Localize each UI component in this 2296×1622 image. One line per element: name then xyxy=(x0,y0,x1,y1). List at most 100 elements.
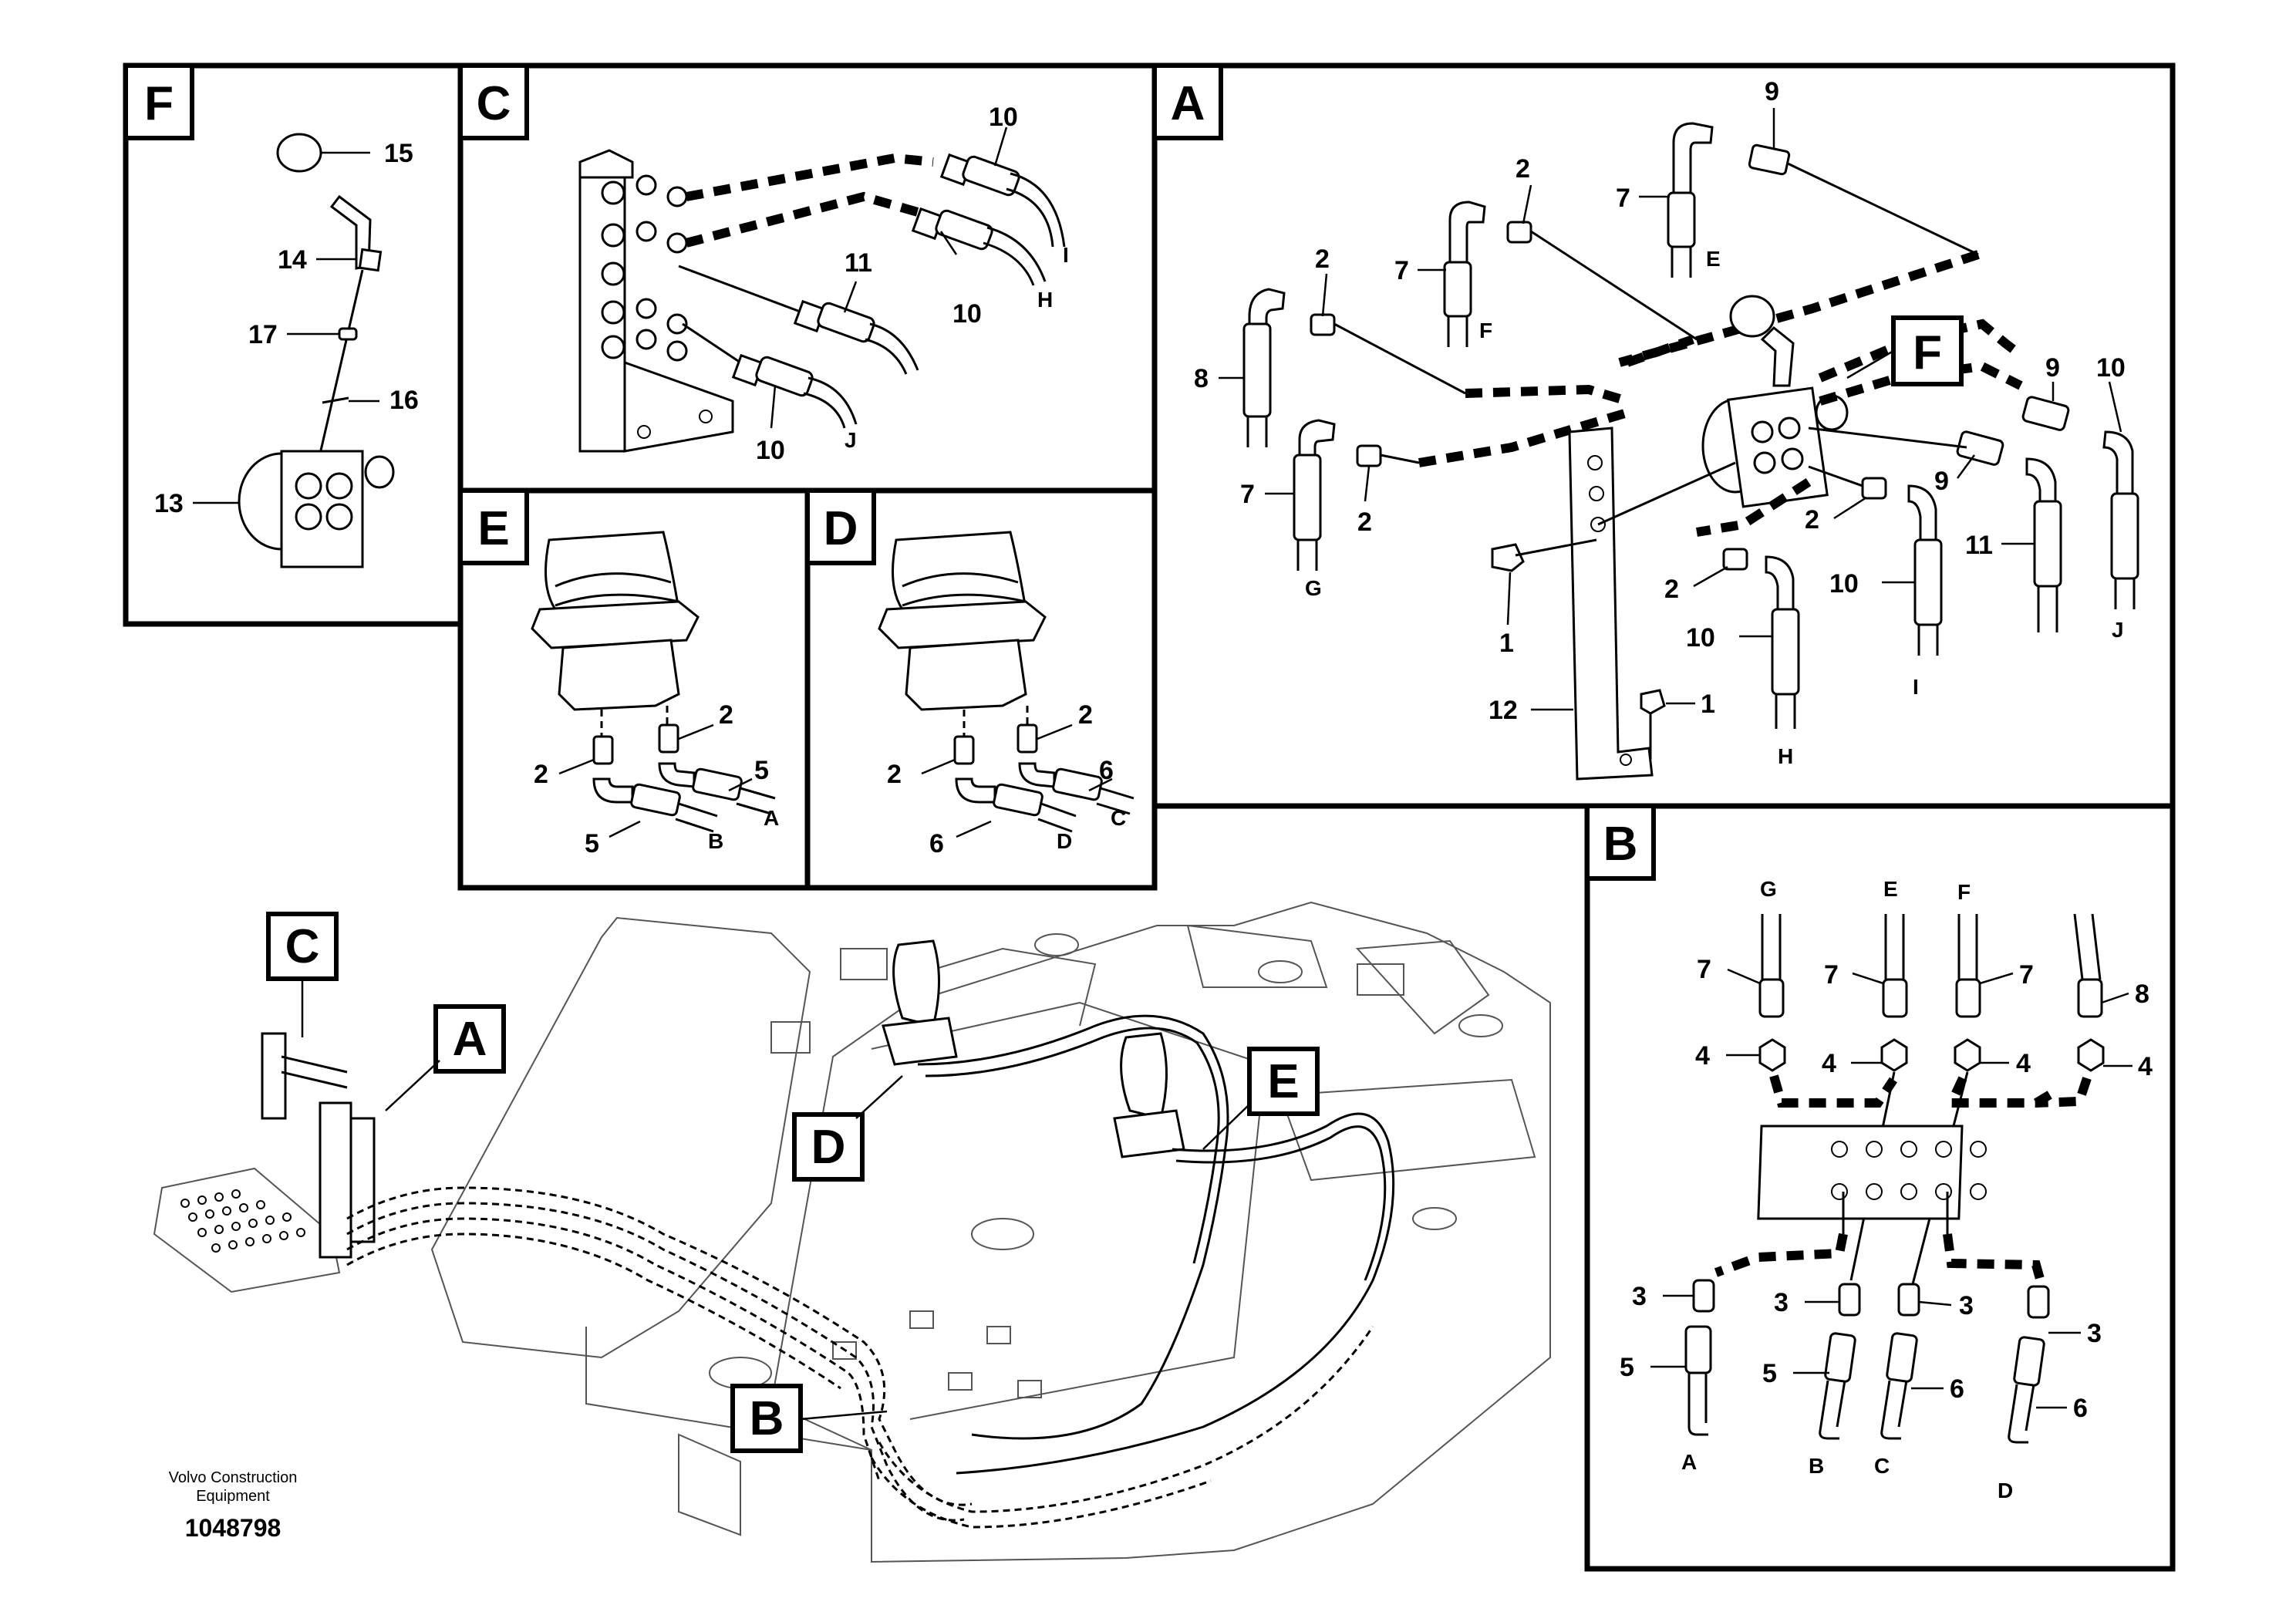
callout-b-5-2: 5 xyxy=(1762,1359,1777,1388)
callout-a-10-mid: 10 xyxy=(1829,569,1859,599)
hose-label-c-i: I xyxy=(1063,243,1069,267)
hose-label-b-c: C xyxy=(1874,1454,1890,1478)
callout-f-13: 13 xyxy=(154,489,184,518)
callout-b-4-2: 4 xyxy=(1822,1049,1836,1078)
hose-label-a-j: J xyxy=(2112,618,2124,642)
overview-tag-c: C xyxy=(285,920,320,973)
hose-label-b-d: D xyxy=(1998,1479,2013,1502)
callout-f-15: 15 xyxy=(384,139,413,168)
callout-b-3-1: 3 xyxy=(1632,1282,1647,1311)
callout-b-3-4: 3 xyxy=(2087,1319,2102,1348)
callout-e-5-right: 5 xyxy=(754,756,769,785)
callout-e-2-left: 2 xyxy=(534,760,548,789)
document-ident: Volvo Construction Equipment 1048798 xyxy=(169,1469,298,1542)
callout-a-9-top: 9 xyxy=(1765,77,1779,106)
callout-a-9-right: 9 xyxy=(2045,353,2060,383)
callout-a-8: 8 xyxy=(1194,364,1209,393)
panel-c-callouts: 10 10 11 10 I H J xyxy=(756,103,1069,465)
callout-b-4-1: 4 xyxy=(1695,1041,1710,1071)
panel-d-tag: D xyxy=(824,502,858,555)
callout-c-11: 11 xyxy=(845,248,872,278)
panel-b-callouts: G E F 7 7 7 8 4 4 4 4 3 3 3 3 5 5 6 6 A … xyxy=(1620,877,2153,1502)
panel-f-art xyxy=(193,133,395,568)
overview-tag-e: E xyxy=(1267,1055,1299,1108)
panel-d-callouts: 2 2 6 6 C D xyxy=(887,700,1126,858)
overview-tag-d: D xyxy=(811,1121,846,1174)
panel-f-tag: F xyxy=(144,77,174,130)
callout-a-2-low: 2 xyxy=(1357,508,1372,537)
hose-label-a-i: I xyxy=(1913,675,1919,699)
callout-b-6-2: 6 xyxy=(2073,1394,2088,1423)
callout-d-2-right: 2 xyxy=(1078,700,1093,730)
callout-b-4-3: 4 xyxy=(2016,1049,2031,1078)
callout-b-7-1: 7 xyxy=(1697,955,1711,984)
callout-f-17: 17 xyxy=(248,320,278,349)
panel-b-tag: B xyxy=(1603,818,1638,871)
callout-a-10-right: 10 xyxy=(2096,353,2126,383)
hose-label-e-b: B xyxy=(708,829,723,853)
callout-d-2-left: 2 xyxy=(887,760,902,789)
callout-a-2-top: 2 xyxy=(1515,154,1530,184)
callout-a-2-bottom: 2 xyxy=(1664,575,1679,604)
callout-c-10-bottom: 10 xyxy=(756,436,785,465)
panel-b-art xyxy=(1650,913,2132,1444)
overview-tags: C A D E B xyxy=(266,912,1320,1453)
callout-a-7-low: 7 xyxy=(1240,480,1255,509)
callout-a-2-left: 2 xyxy=(1315,244,1330,274)
callout-d-6-right: 6 xyxy=(1099,756,1114,785)
callout-c-10-top: 10 xyxy=(989,103,1018,132)
callout-e-2-right: 2 xyxy=(719,700,733,730)
panel-d-frame xyxy=(804,487,1158,891)
panel-e-callouts: 2 2 5 5 A B xyxy=(534,700,779,858)
drawing-number: 1048798 xyxy=(185,1514,282,1542)
callout-d-6-left: 6 xyxy=(929,829,944,858)
callout-a-1-right: 1 xyxy=(1701,690,1715,719)
callout-a-11: 11 xyxy=(1965,531,1993,560)
hose-label-a-e: E xyxy=(1706,247,1721,271)
panel-b-frame xyxy=(1584,803,2176,1572)
step-plate-holes xyxy=(180,1189,305,1253)
callout-c-10-mid: 10 xyxy=(952,299,982,329)
callout-b-3-3: 3 xyxy=(1959,1291,1974,1320)
panel-d-art xyxy=(878,531,1135,838)
callout-b-3-2: 3 xyxy=(1774,1288,1789,1317)
panel-f-callouts: 15 14 17 16 13 xyxy=(154,139,419,518)
hose-label-a-h: H xyxy=(1778,744,1793,768)
detail-f-tag: F xyxy=(1913,326,1942,379)
panel-e-tag: E xyxy=(477,502,509,555)
callout-b-7-3: 7 xyxy=(2019,960,2034,990)
callout-b-5-1: 5 xyxy=(1620,1353,1634,1382)
callout-f-14: 14 xyxy=(278,245,307,275)
manufacturer-line-1: Volvo Construction xyxy=(169,1469,298,1486)
hose-label-b-g: G xyxy=(1760,877,1777,901)
callout-f-16: 16 xyxy=(389,386,419,415)
callout-a-7-top: 7 xyxy=(1616,184,1630,213)
hose-label-b-f: F xyxy=(1957,880,1971,904)
callout-a-12: 12 xyxy=(1489,696,1518,725)
callout-b-6-1: 6 xyxy=(1950,1374,1964,1404)
overview-tag-b: B xyxy=(750,1392,784,1445)
callout-a-7-mid: 7 xyxy=(1394,256,1409,285)
hose-label-a-f: F xyxy=(1479,319,1492,342)
callout-a-2-right: 2 xyxy=(1805,505,1819,534)
hose-label-b-e: E xyxy=(1883,877,1898,901)
overview-tag-a: A xyxy=(453,1013,487,1066)
hose-label-c-h: H xyxy=(1037,288,1053,312)
panel-a-art xyxy=(1219,108,2139,781)
panel-c-frame xyxy=(457,62,1158,494)
hose-label-b-a: A xyxy=(1681,1450,1697,1474)
overview-art xyxy=(153,901,1551,1563)
hose-label-e-a: A xyxy=(764,806,779,830)
hose-label-c-j: J xyxy=(845,428,857,452)
panel-a-callouts: F 9 7 E 2 7 F 2 8 7 2 G 9 10 9 11 2 10 2… xyxy=(1194,77,2126,768)
hose-label-d-d: D xyxy=(1057,829,1072,853)
callout-a-10-bottom: 10 xyxy=(1686,623,1715,653)
callout-b-4-4: 4 xyxy=(2138,1052,2153,1081)
callout-a-9-mid: 9 xyxy=(1934,467,1949,496)
panel-tags: F C A E D B xyxy=(123,63,1656,881)
hose-label-a-g: G xyxy=(1305,576,1322,600)
hose-label-d-c: C xyxy=(1111,806,1126,830)
panel-c-art xyxy=(578,126,1066,453)
panel-a-tag: A xyxy=(1171,77,1205,130)
